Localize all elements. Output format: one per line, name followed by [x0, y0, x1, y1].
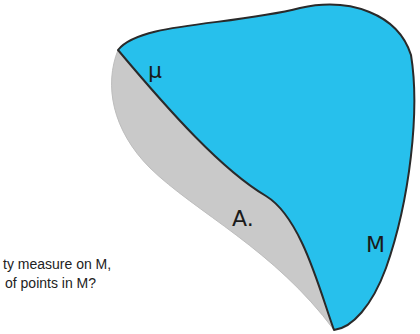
region-label: A.	[232, 208, 254, 230]
manifold-surface	[118, 5, 414, 330]
manifold-region: μA. M	[100, 0, 420, 334]
region-label: M	[366, 234, 385, 256]
caption-fragment: ty measure on M,	[3, 256, 111, 273]
caption-fragment: of points in M?	[5, 275, 96, 292]
manifold-shape	[100, 0, 420, 334]
region-label: μ	[148, 60, 162, 82]
